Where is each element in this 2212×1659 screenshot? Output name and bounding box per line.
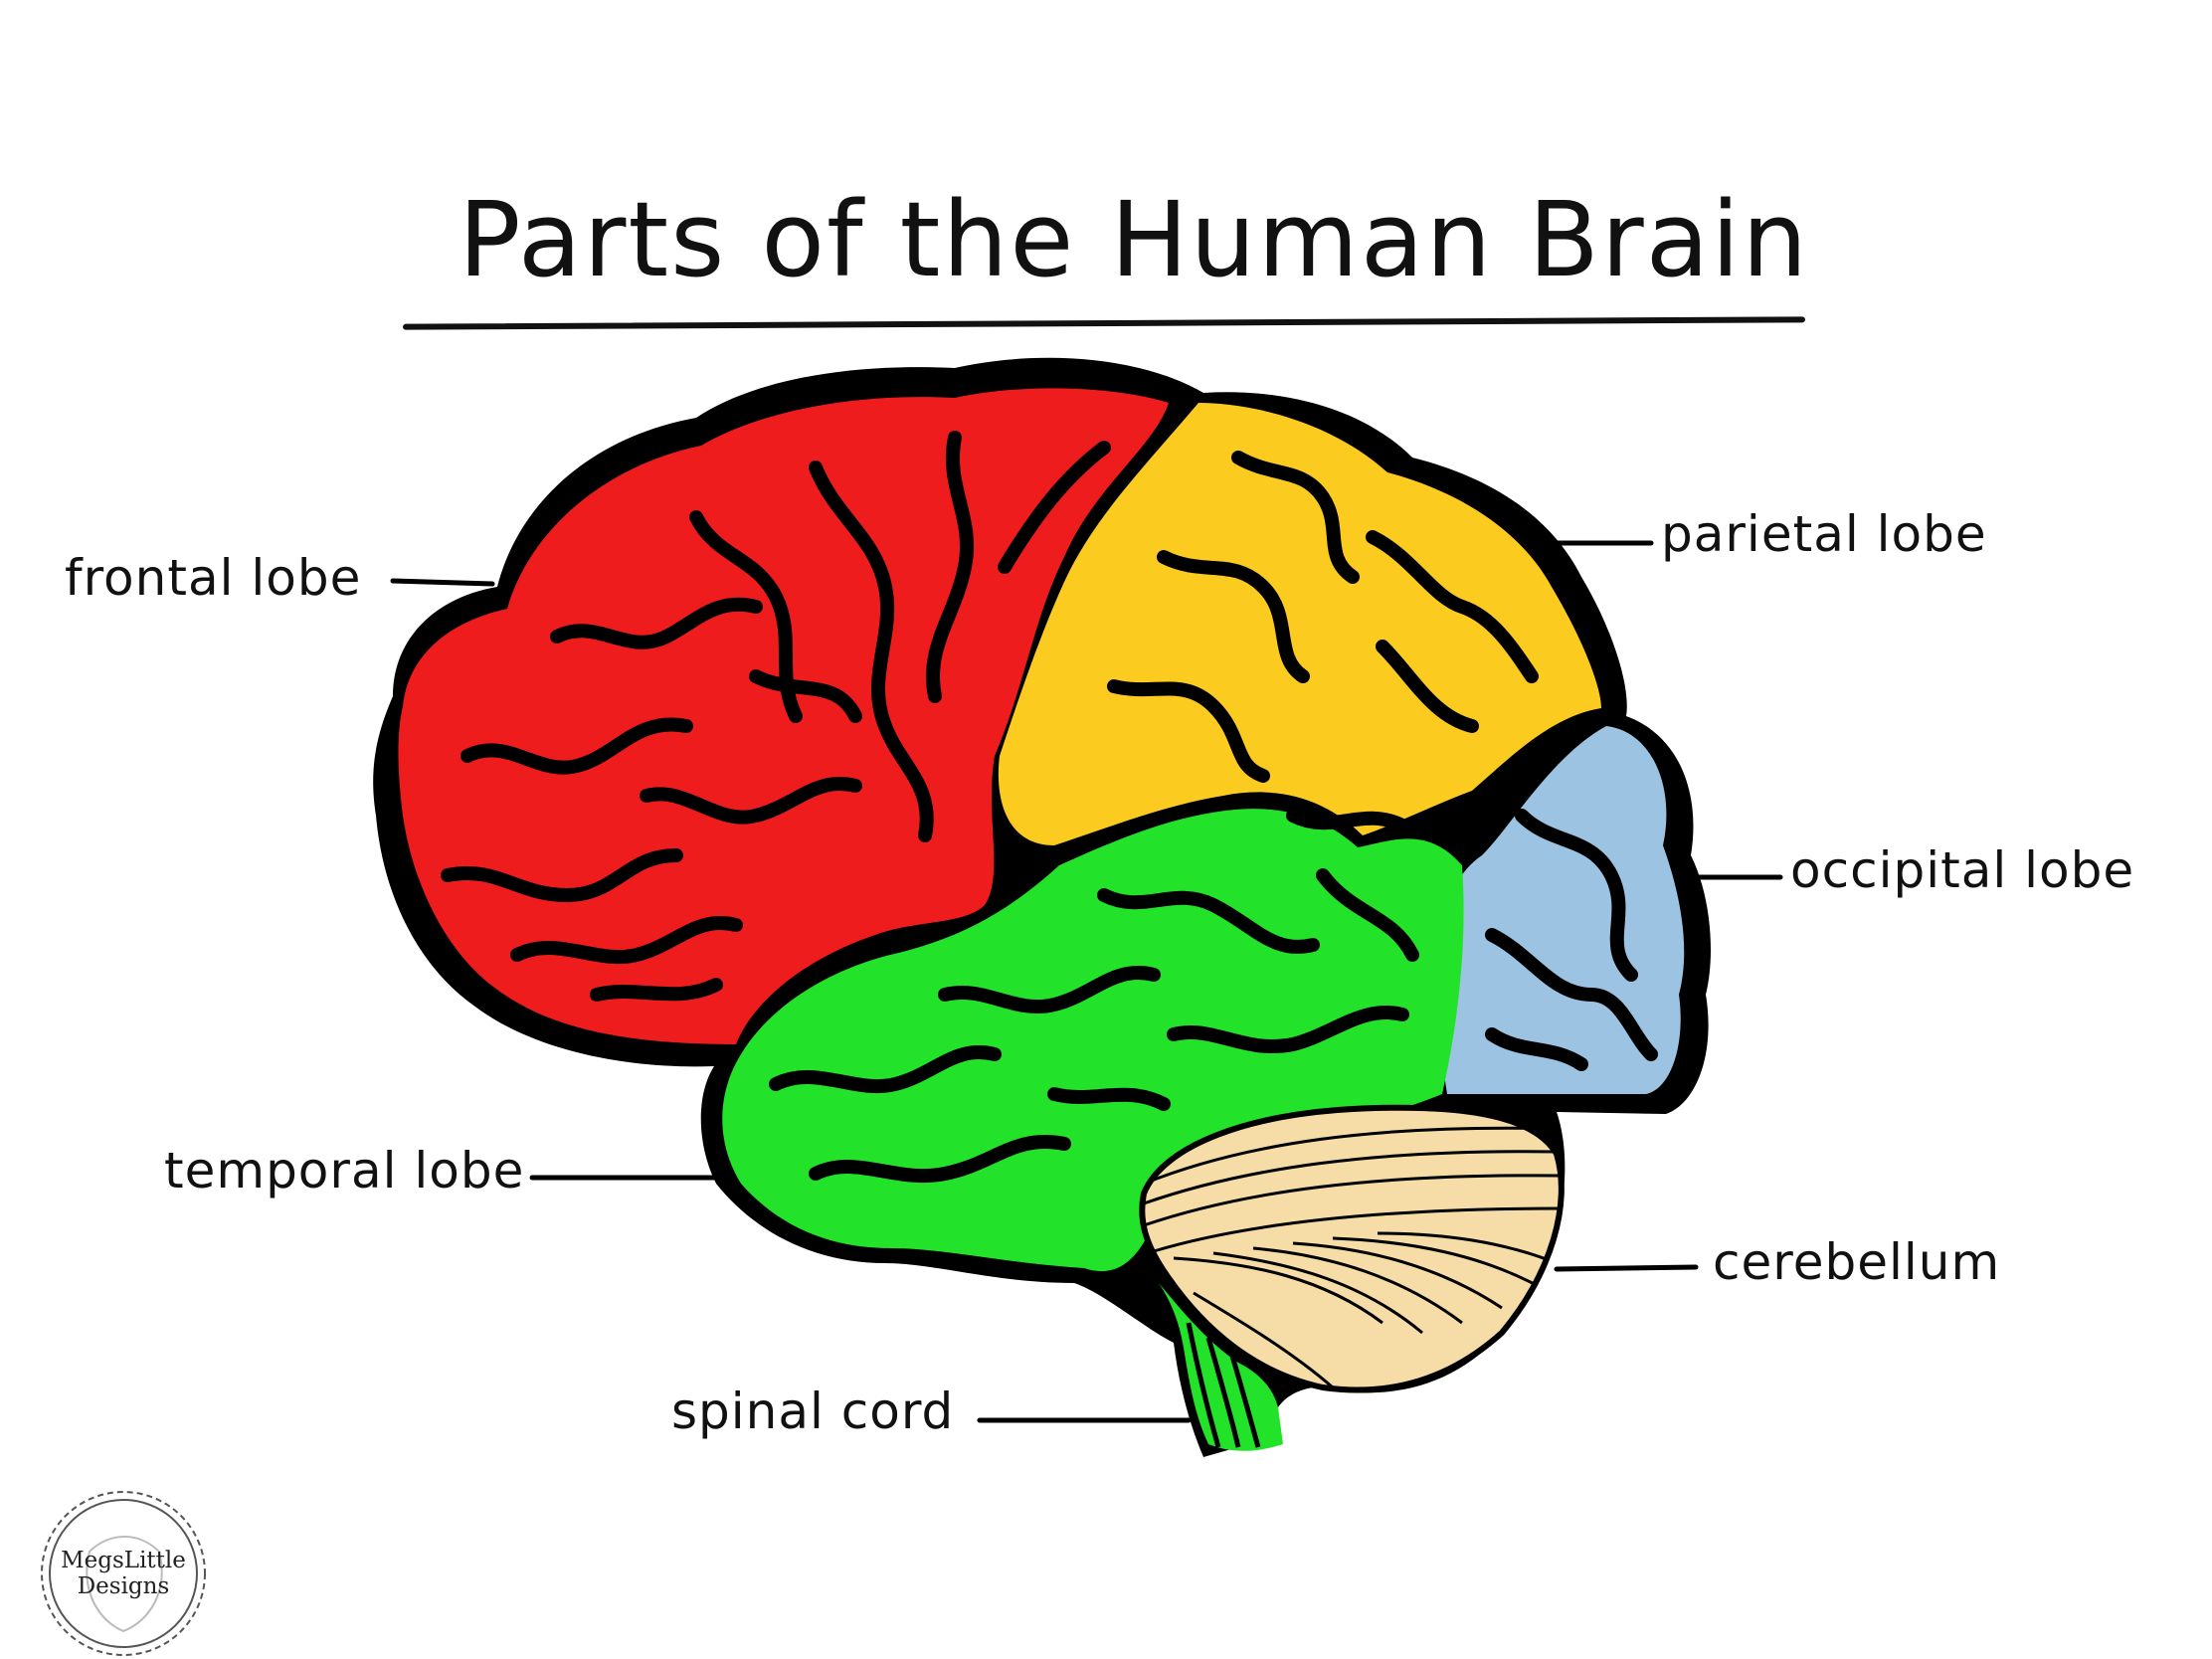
page-title: Parts of the Human Brain xyxy=(458,179,1810,300)
parietal-lobe-region xyxy=(998,403,1601,845)
label-spinal-cord: spinal cord xyxy=(671,1382,955,1440)
label-frontal-lobe: frontal lobe xyxy=(65,549,362,607)
label-occipital-lobe: occipital lobe xyxy=(1790,841,2135,899)
cerebellum-outline xyxy=(1139,1104,1565,1393)
watermark-line-2: Designs xyxy=(77,1573,170,1599)
leader-line-cerebellum xyxy=(1554,1264,1699,1272)
leader-lines xyxy=(390,540,1783,1423)
label-temporal-lobe: temporal lobe xyxy=(164,1142,525,1199)
label-cerebellum: cerebellum xyxy=(1713,1233,2001,1291)
label-parietal-lobe: parietal lobe xyxy=(1661,505,1987,563)
brand-seal xyxy=(41,1491,206,1656)
watermark-line-1: MegsLittle xyxy=(61,1548,186,1573)
spinal-cord-strands xyxy=(1186,1322,1261,1448)
frontal-lobe-region xyxy=(398,388,1169,1044)
temporal-lobe-region xyxy=(722,809,1464,1272)
brain-sulci xyxy=(441,431,1658,1184)
occipital-lobe-region xyxy=(1437,726,1685,1094)
cerebellum-folia xyxy=(1143,1126,1562,1389)
leader-line-frontal xyxy=(390,578,495,587)
